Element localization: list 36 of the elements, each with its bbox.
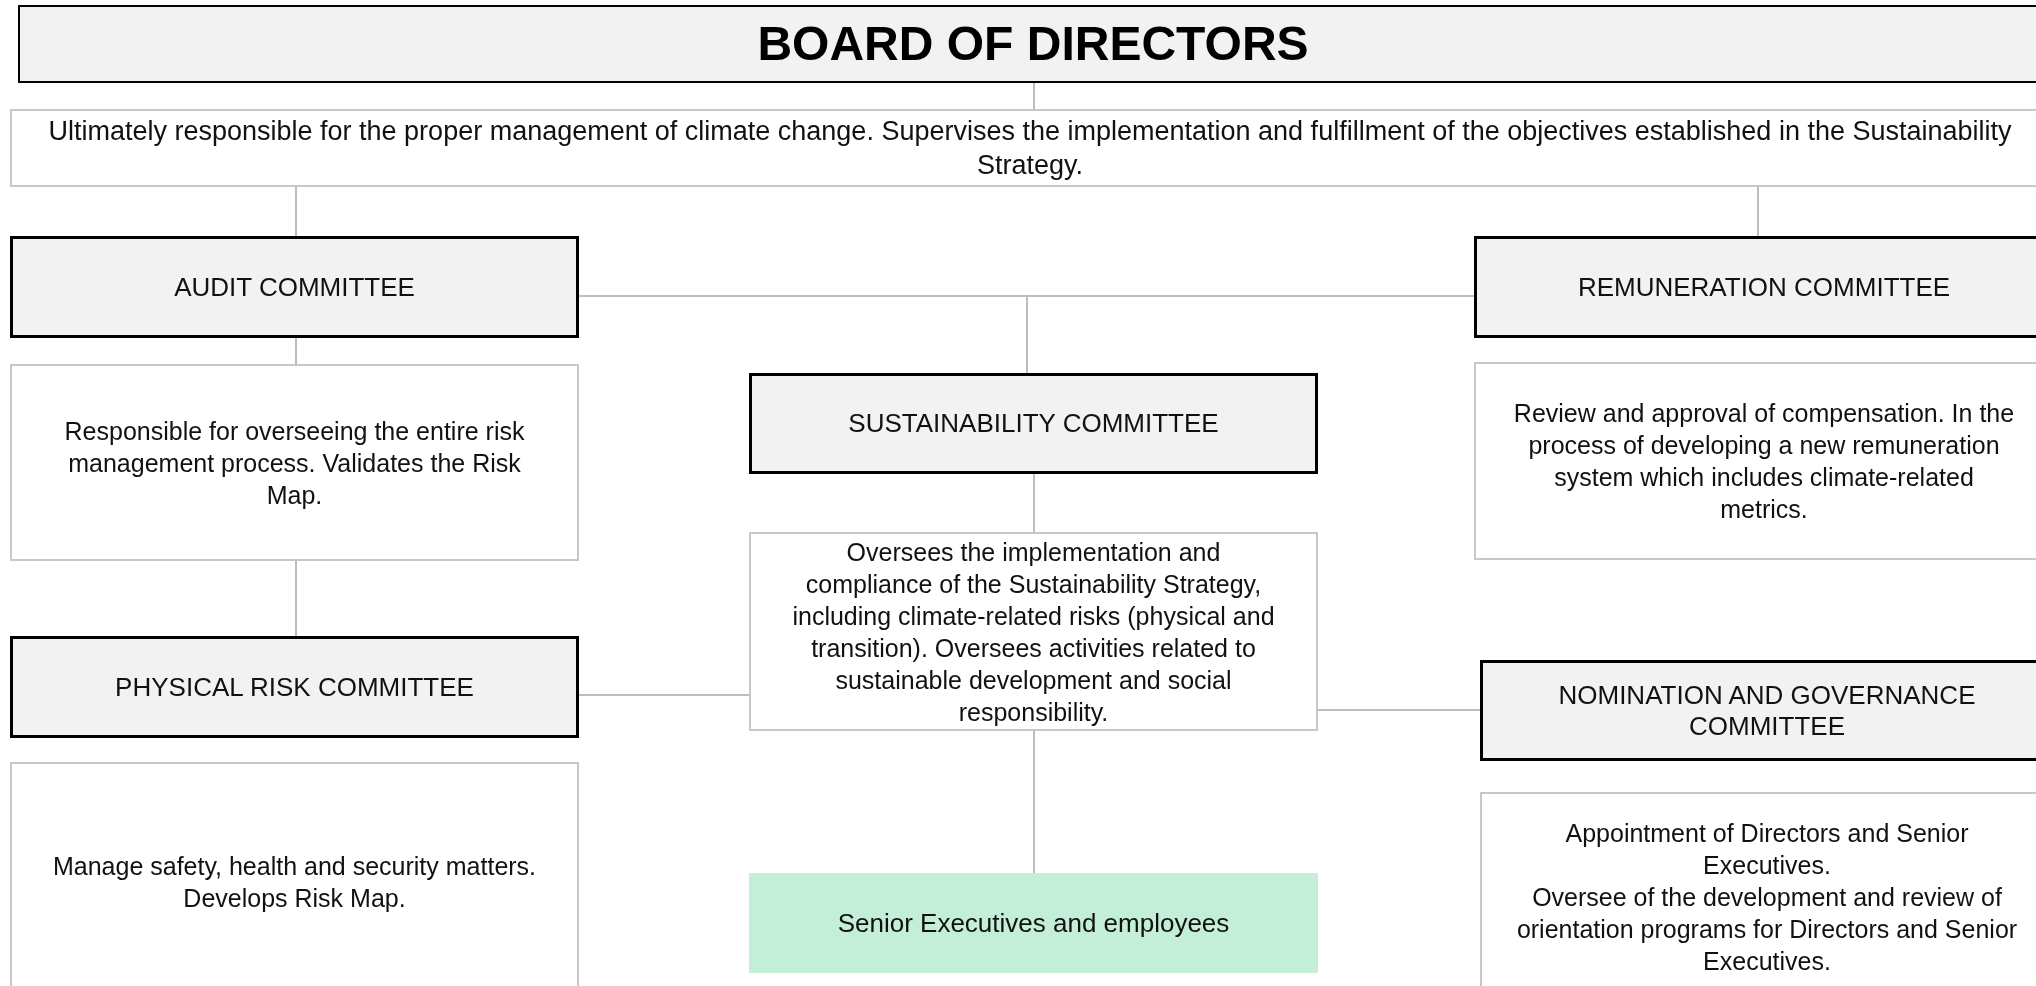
connector-line <box>1317 709 1481 711</box>
connector-line <box>295 186 297 237</box>
committee-box <box>10 236 579 338</box>
box-text: REMUNERATION COMMITTEE <box>1577 271 1951 303</box>
description-box <box>1480 792 2036 986</box>
committee-box <box>1480 660 2036 761</box>
box-text: NOMINATION AND GOVERNANCE COMMITTEE <box>1557 679 1977 742</box>
box-text: Oversee of the development and review of orientation programs for Directors and Senior Executives. <box>1515 882 2019 977</box>
box-text: Review and approval of compensation. In the process of developing a new remuneration system which includes climate-related metrics. <box>1512 398 2016 525</box>
committee-box <box>10 636 579 738</box>
description-box <box>749 532 1318 731</box>
connector-line <box>578 694 750 696</box>
description-box <box>10 762 579 986</box>
box-text: AUDIT COMMITTEE <box>174 271 415 303</box>
box-text: Ultimately responsible for the proper management of climate change. Supervises the implementation and fulfillment of the objectives established in the Sustainability Strategy. <box>47 115 2013 182</box>
description-box <box>10 364 579 561</box>
committee-box <box>1474 236 2036 338</box>
connector-line <box>295 560 297 637</box>
box-text: Appointment of Directors and Senior Executives. <box>1564 818 1970 881</box>
title-box <box>18 5 2036 83</box>
connector-line <box>1757 186 1759 237</box>
description-box <box>10 109 2036 187</box>
connector-line <box>1033 82 1035 110</box>
connector-line <box>1033 730 1035 874</box>
box-text: PHYSICAL RISK COMMITTEE <box>115 671 474 703</box>
committee-box <box>749 373 1318 474</box>
box-text: Oversees the implementation and compliance of the Sustainability Strategy, including climate-related risks (physical and transition). Oversees activities related to sustainable development and social responsibility. <box>791 536 1276 728</box>
box-text: Senior Executives and employees <box>837 906 1230 940</box>
description-box <box>1474 362 2036 560</box>
connector-line <box>1033 473 1035 533</box>
box-text: BOARD OF DIRECTORS <box>757 16 1309 72</box>
box-text: SUSTAINABILITY COMMITTEE <box>848 408 1219 439</box>
group-box <box>749 873 1318 973</box>
box-text: Responsible for overseeing the entire risk management process. Validates the Risk Map. <box>63 415 526 511</box>
box-text: Manage safety, health and security matters. Develops Risk Map. <box>51 851 538 914</box>
connector-line <box>295 337 297 365</box>
